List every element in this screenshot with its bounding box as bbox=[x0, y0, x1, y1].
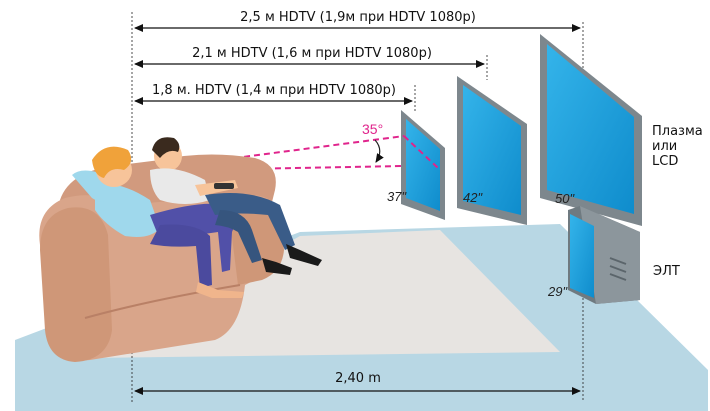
crt-label: ЭЛТ bbox=[653, 264, 680, 279]
viewing-angle-label: 35° bbox=[362, 121, 383, 137]
tv-37 bbox=[401, 110, 445, 220]
distance-label-42: 2,1 м HDTV (1,6 м при HDTV 1080p) bbox=[192, 46, 432, 61]
person-woman bbox=[72, 146, 244, 298]
distance-label-37: 1,8 м. HDTV (1,4 м при HDTV 1080p) bbox=[152, 83, 396, 98]
screen-size-37: 37" bbox=[387, 189, 407, 204]
distance-label-floor: 2,40 m bbox=[335, 371, 381, 386]
plasma-lcd-label-line2: или bbox=[652, 139, 677, 154]
screen-size-29: 29" bbox=[547, 284, 568, 299]
plasma-lcd-label-line1: Плазма bbox=[652, 124, 703, 139]
plasma-lcd-label-line3: LCD bbox=[652, 154, 678, 169]
angle-arc-icon bbox=[374, 139, 384, 163]
tv-crt-29 bbox=[568, 206, 640, 304]
distance-label-50: 2,5 м HDTV (1,9м при HDTV 1080p) bbox=[240, 10, 476, 25]
screen-size-42: 42" bbox=[463, 190, 483, 205]
tv-42 bbox=[457, 76, 527, 225]
person-man bbox=[150, 137, 322, 275]
tv-50 bbox=[540, 34, 642, 226]
screen-size-50: 50" bbox=[555, 191, 575, 206]
